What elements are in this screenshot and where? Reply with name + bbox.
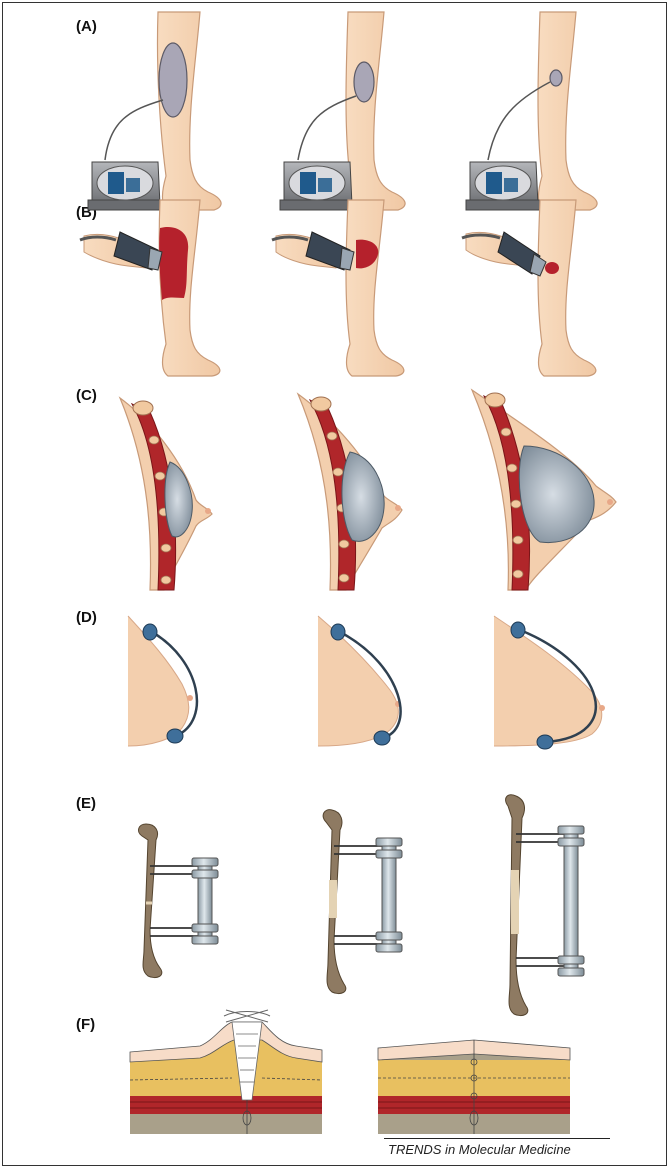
clip-bottom	[374, 731, 390, 745]
panel-e-bone-3	[506, 795, 584, 1016]
panel-a-group	[88, 12, 597, 210]
applicator-1	[80, 232, 162, 270]
vacuum-device-3	[466, 162, 542, 210]
suction-pad-large	[159, 43, 187, 117]
panel-e-group	[139, 795, 584, 1016]
shockwave-area-small	[545, 262, 559, 274]
panel-b-leg-1	[80, 200, 220, 376]
panel-c-section-2	[298, 394, 402, 590]
panel-c-section-1	[120, 398, 212, 590]
journal-caption: TRENDS in Molecular Medicine	[388, 1142, 571, 1157]
shockwave-area-large	[159, 227, 188, 300]
applicator-3	[462, 232, 546, 276]
suction-pad-small	[550, 70, 562, 86]
expander-large	[519, 446, 594, 543]
expander-medium	[342, 452, 384, 541]
applicator-2	[272, 232, 354, 270]
clip-bottom	[537, 735, 553, 749]
footer-rule	[384, 1138, 610, 1139]
panel-c-group	[120, 390, 616, 590]
panel-f-group	[130, 1010, 570, 1134]
panel-d-section-3	[494, 616, 605, 749]
hose	[105, 100, 163, 160]
panel-d-section-1	[128, 616, 197, 746]
panel-d-section-2	[318, 616, 401, 746]
clip-top	[143, 624, 157, 640]
panel-f-before	[130, 1010, 322, 1134]
expander-small	[165, 462, 192, 537]
panel-b-group	[80, 200, 596, 376]
vacuum-device-1	[88, 162, 164, 210]
clip-top	[511, 622, 525, 638]
clip-bottom	[167, 729, 183, 743]
panel-f-after	[378, 1040, 570, 1134]
panel-a-leg-3	[466, 12, 597, 210]
clip-top	[331, 624, 345, 640]
panel-b-leg-2	[272, 200, 404, 376]
suction-pad-medium	[354, 62, 374, 102]
panel-e-bone-2	[323, 810, 402, 994]
vacuum-device-2	[280, 162, 356, 210]
panel-d-group	[128, 616, 605, 749]
panel-c-section-3	[472, 390, 616, 590]
panel-b-leg-3	[462, 200, 596, 376]
panel-a-leg-1	[88, 12, 221, 210]
panel-e-bone-1	[139, 824, 218, 978]
panel-a-leg-2	[280, 12, 405, 210]
